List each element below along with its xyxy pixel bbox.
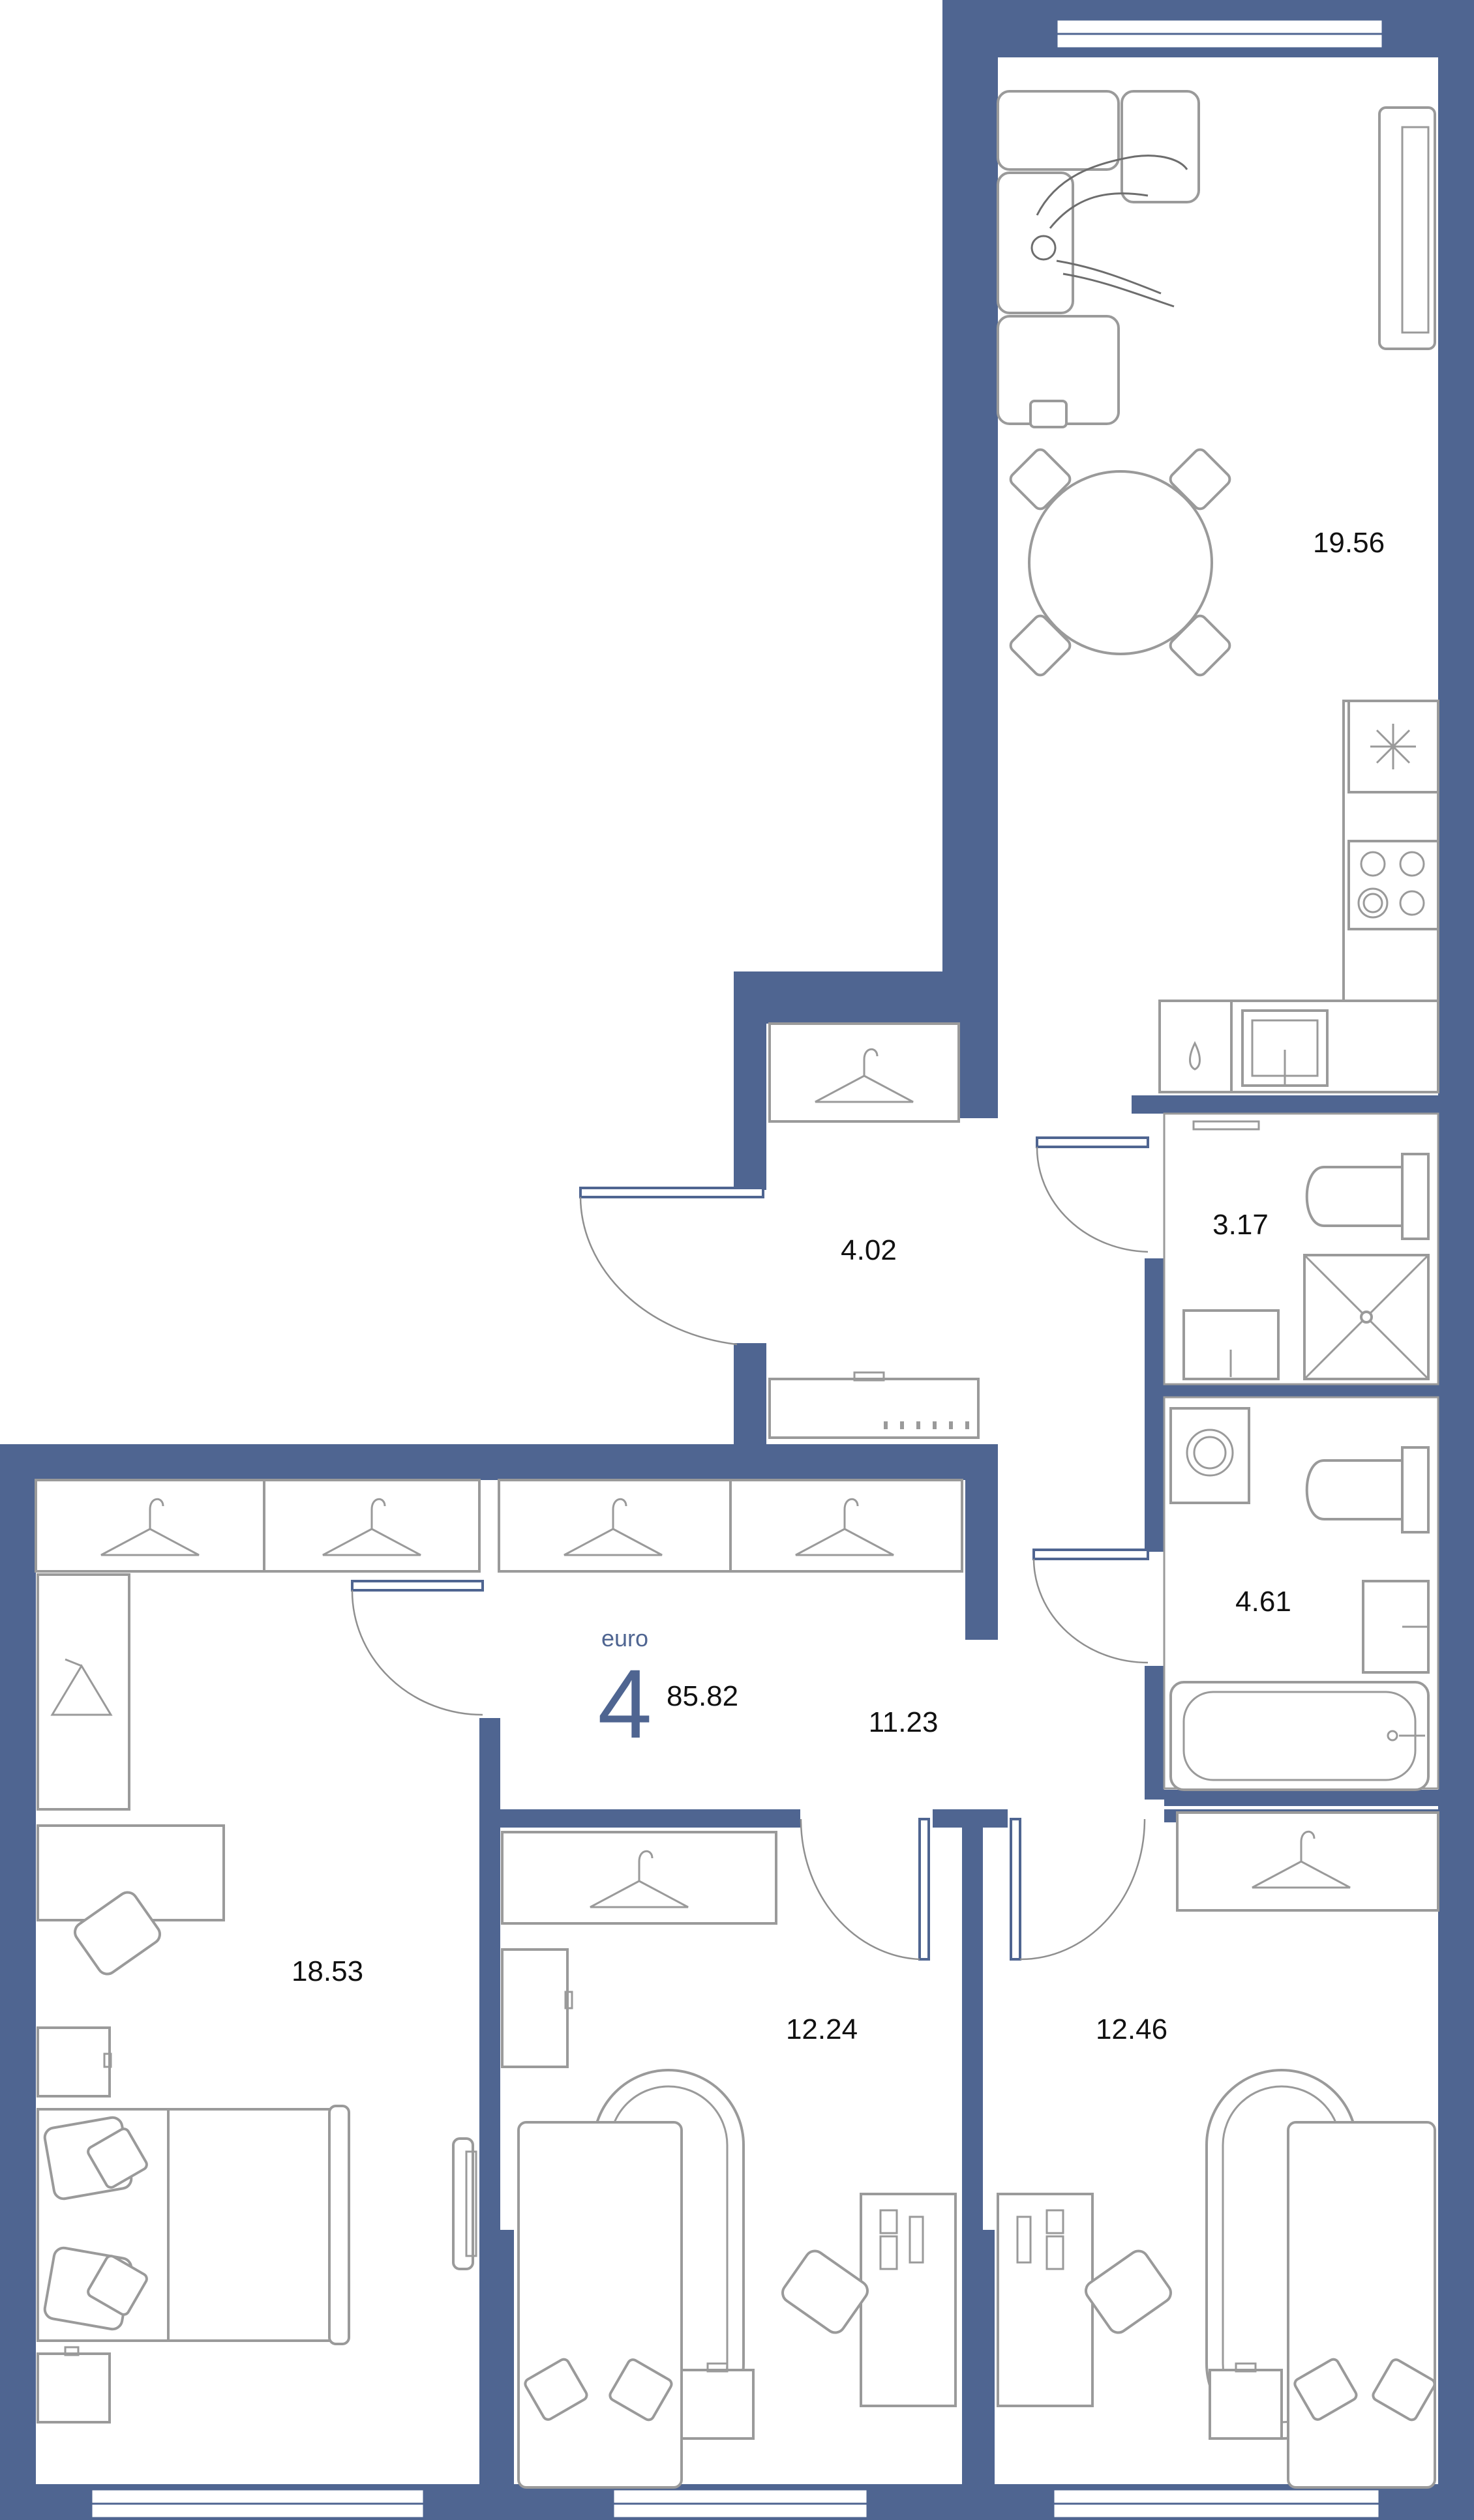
wall-bedroom2-left-thick bbox=[483, 2230, 514, 2484]
wall-left-wing-top bbox=[0, 1444, 998, 1480]
stove-icon bbox=[1347, 840, 1439, 930]
badge-total-area: 85.82 bbox=[667, 1680, 738, 1712]
wc-door-leaf bbox=[1036, 1136, 1149, 1148]
bedroom2-door-leaf bbox=[918, 1818, 930, 1961]
bedroom1-door-swing bbox=[351, 1590, 483, 1716]
wall-bedroom2-top bbox=[500, 1809, 800, 1828]
toilet-icon bbox=[1305, 1153, 1430, 1240]
wc-door-swing bbox=[1036, 1146, 1149, 1253]
wall-kitchen-left bbox=[942, 0, 998, 1118]
nightstand-icon bbox=[37, 2346, 111, 2424]
apartment-badge: euro 4 85.82 bbox=[597, 1625, 738, 1758]
person-icon bbox=[1030, 155, 1188, 308]
box-icon bbox=[680, 2362, 755, 2440]
area-living-kitchen: 19.56 bbox=[1313, 527, 1385, 559]
area-bedroom-middle: 12.24 bbox=[786, 2013, 858, 2045]
wc-room-outline bbox=[1163, 1112, 1439, 1386]
shoe-cabinet-icon bbox=[768, 1371, 980, 1439]
chair-icon bbox=[74, 1891, 161, 1976]
toilet-icon bbox=[1305, 1446, 1430, 1534]
bathtub-icon bbox=[1169, 1681, 1430, 1791]
desk-icon bbox=[860, 2193, 957, 2407]
nightstand-icon bbox=[37, 2026, 112, 2098]
wardrobe-icon bbox=[768, 1022, 960, 1123]
dining-table-icon bbox=[1009, 448, 1231, 677]
wall-bedroom3-left-thick bbox=[975, 2230, 995, 2484]
bed-icon bbox=[37, 2105, 350, 2345]
wall-hall-top bbox=[734, 971, 995, 1024]
chair-icon bbox=[1085, 2249, 1172, 2334]
bath-door-swing bbox=[1032, 1558, 1149, 1664]
bed-icon bbox=[1205, 2069, 1436, 2489]
sink-icon bbox=[1182, 1309, 1280, 1380]
wardrobe-icon bbox=[37, 1573, 130, 1811]
wall-wc-bath-divider bbox=[1164, 1384, 1438, 1397]
area-master-bedroom: 18.53 bbox=[292, 1955, 363, 1987]
wall-hall-left-upper bbox=[734, 971, 766, 1190]
area-corridor: 11.23 bbox=[869, 1706, 939, 1738]
corridor-furniture bbox=[35, 1479, 963, 1573]
bath-door-leaf bbox=[1032, 1549, 1149, 1560]
doors bbox=[351, 1136, 1149, 1961]
bed-icon bbox=[517, 2069, 745, 2489]
wardrobe-icon bbox=[1176, 1811, 1439, 1912]
area-wc: 3.17 bbox=[1212, 1209, 1269, 1241]
wall-bath-bottom bbox=[1164, 1790, 1438, 1806]
desk-icon bbox=[997, 2193, 1094, 2407]
area-labels: 19.56 4.02 3.17 4.61 11.23 18.53 12.24 1… bbox=[292, 527, 1385, 2045]
wall-corridor-right-stub bbox=[965, 1444, 998, 1640]
wardrobe-icon bbox=[498, 1479, 732, 1573]
box-icon bbox=[1209, 2362, 1283, 2440]
bedroom3-door-swing bbox=[1019, 1818, 1146, 1961]
wall-wc-top bbox=[1132, 1095, 1438, 1114]
bedroom3-door-leaf bbox=[1010, 1818, 1021, 1961]
wardrobe-icon bbox=[729, 1479, 963, 1573]
badge-type-label: euro bbox=[601, 1625, 648, 1652]
fridge-icon bbox=[1347, 700, 1439, 793]
tv-icon bbox=[1378, 106, 1436, 350]
bedroom1-door-leaf bbox=[351, 1580, 484, 1592]
wall-left bbox=[0, 1444, 36, 2520]
wall-bath-left-lower bbox=[1145, 1666, 1164, 1800]
shower-icon bbox=[1303, 1254, 1430, 1380]
mirror-icon bbox=[452, 2137, 477, 2270]
bedroom-right-furniture bbox=[997, 1811, 1439, 2489]
sofa-icon bbox=[997, 90, 1200, 428]
master-bedroom-furniture bbox=[37, 1573, 477, 2424]
badge-rooms-count: 4 bbox=[597, 1649, 652, 1758]
living-kitchen-furniture bbox=[997, 90, 1439, 1093]
bedroom2-door-swing bbox=[800, 1818, 920, 1961]
entrance-door-leaf bbox=[579, 1187, 764, 1198]
wc-furniture bbox=[1163, 1112, 1439, 1386]
area-bathroom: 4.61 bbox=[1235, 1586, 1291, 1618]
chair-icon bbox=[781, 2249, 869, 2334]
area-entry-hall: 4.02 bbox=[841, 1234, 897, 1266]
wardrobe-icon bbox=[501, 1831, 777, 1925]
windows bbox=[90, 18, 1384, 2519]
bathroom-furniture bbox=[1163, 1396, 1439, 1791]
cabinet-icon bbox=[501, 1948, 573, 2068]
sink-icon bbox=[1362, 1580, 1430, 1674]
mirror-icon bbox=[1192, 1120, 1260, 1131]
washing-machine-icon bbox=[1169, 1407, 1250, 1504]
entrance-door-swing bbox=[579, 1196, 738, 1346]
wall-right bbox=[1438, 0, 1474, 2520]
area-bedroom-right: 12.46 bbox=[1096, 2013, 1167, 2045]
bedroom-middle-furniture bbox=[501, 1831, 957, 2489]
entry-hall-furniture bbox=[768, 1022, 980, 1439]
wall-wc-bath-left bbox=[1145, 1258, 1164, 1552]
